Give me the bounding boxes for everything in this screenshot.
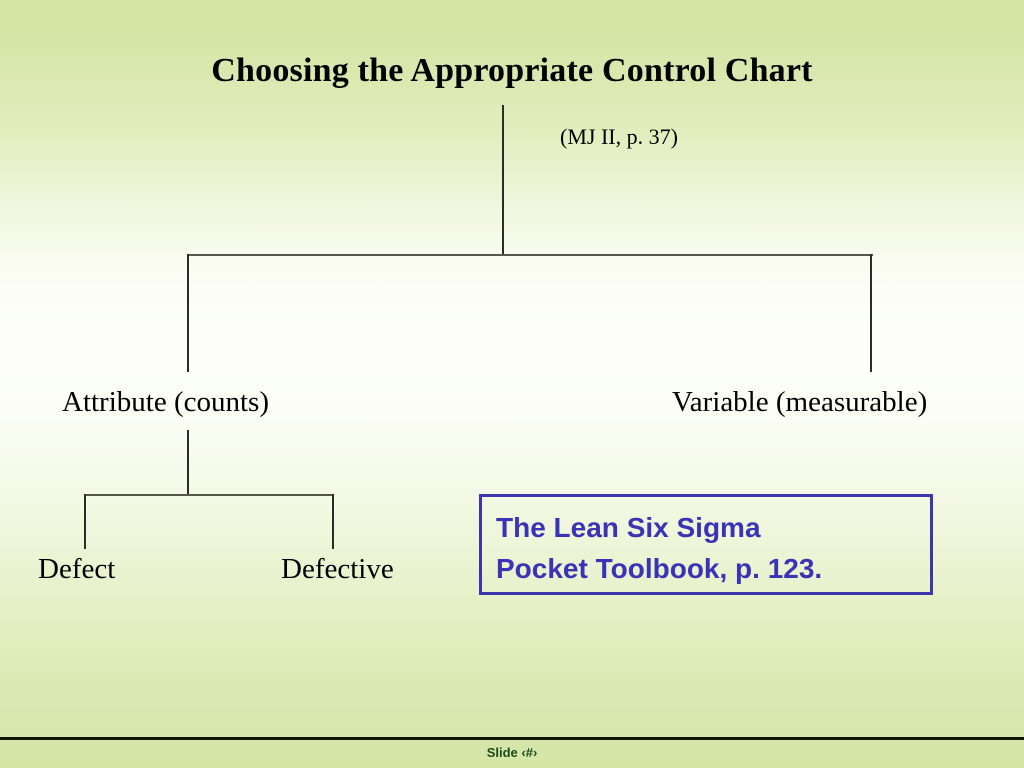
connector-level1-bar [187,254,873,256]
footer-divider [0,737,1024,740]
connector-level2-bar [84,494,334,496]
connector-attribute-drop [187,254,189,372]
connector-defective-drop [332,494,334,549]
connector-root-stem [502,105,504,255]
reference-callout-text: The Lean Six Sigma Pocket Toolbook, p. 1… [496,512,823,584]
node-label-defect: Defect [38,553,116,585]
node-label-attribute: Attribute (counts) [62,386,269,418]
footer-slide-number: Slide ‹#› [486,745,538,760]
connector-defect-drop [84,494,86,549]
node-label-variable: Variable (measurable) [672,386,928,418]
page-title: Choosing the Appropriate Control Chart [211,52,813,89]
node-label-defective: Defective [281,553,394,585]
reference-callout-box: The Lean Six Sigma Pocket Toolbook, p. 1… [479,494,933,595]
connector-attribute-stem [187,430,189,495]
connector-variable-drop [870,254,872,372]
title-source-reference: (MJ II, p. 37) [560,124,678,149]
